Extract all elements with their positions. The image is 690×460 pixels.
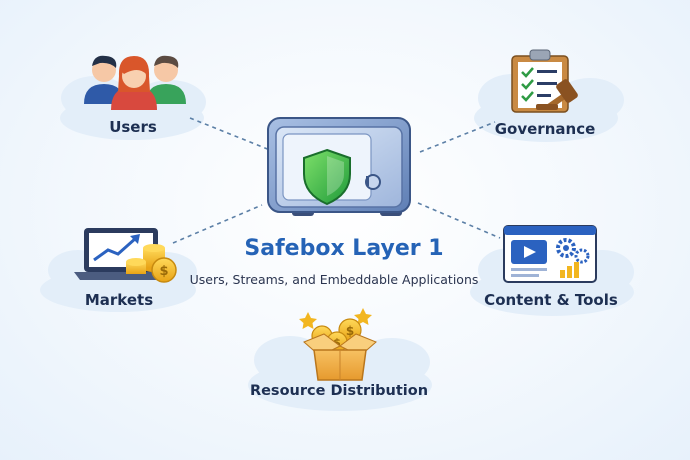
cloud-resource-distribution bbox=[248, 336, 432, 411]
star-icon bbox=[354, 308, 372, 325]
node-label-content-tools: Content & Tools bbox=[484, 291, 618, 309]
star-icon bbox=[299, 312, 317, 329]
connector-users bbox=[189, 117, 271, 151]
connectors bbox=[172, 117, 501, 244]
connector-governance bbox=[419, 121, 496, 153]
node-label-governance: Governance bbox=[494, 120, 596, 138]
svg-text:$: $ bbox=[159, 264, 168, 279]
connector-content-tools bbox=[417, 202, 501, 239]
laptop-chart-coins-icon: $ bbox=[74, 228, 177, 283]
clipboard-gavel-icon bbox=[511, 49, 578, 113]
diagram-title: Safebox Layer 1 bbox=[244, 236, 444, 261]
gift-box-coins-icon: $ $ bbox=[299, 308, 377, 381]
people-icon bbox=[84, 55, 186, 110]
node-label-resource-distribution: Resource Distribution bbox=[249, 383, 429, 399]
node-label-users: Users bbox=[109, 118, 157, 136]
node-label-markets: Markets bbox=[84, 291, 154, 309]
shield-icon bbox=[303, 148, 351, 206]
diagram-subtitle: Users, Streams, and Embeddable Applicati… bbox=[189, 272, 479, 287]
safe-icon bbox=[267, 117, 411, 216]
connector-markets bbox=[172, 204, 263, 244]
browser-video-gears-icon bbox=[503, 225, 597, 283]
svg-text:$: $ bbox=[333, 336, 341, 349]
svg-text:$: $ bbox=[346, 324, 354, 338]
